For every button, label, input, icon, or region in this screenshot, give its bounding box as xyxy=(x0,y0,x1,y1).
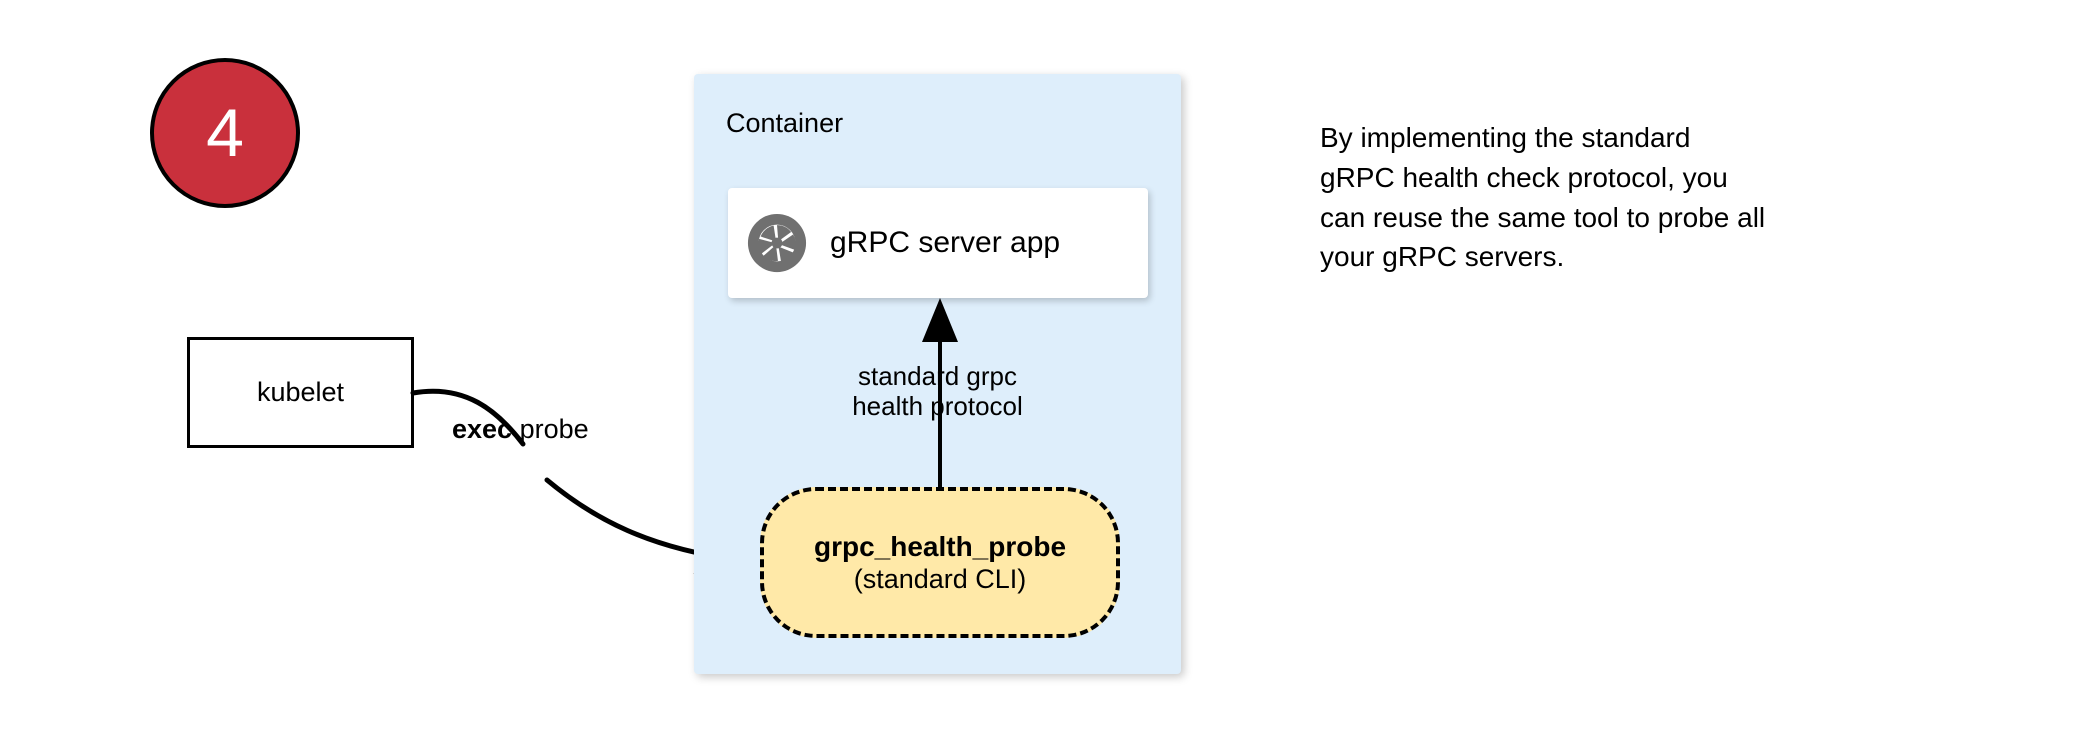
kubelet-label: kubelet xyxy=(256,377,345,407)
caption-line-3: can reuse the same tool to probe all xyxy=(1320,201,1766,233)
container-panel: Container gRPC server app stand xyxy=(694,74,1181,674)
grpc-health-probe-node: grpc_health_probe (standard CLI) xyxy=(760,487,1120,638)
step-number-badge: 4 xyxy=(150,58,300,208)
exec-probe-label: exec probe xyxy=(452,414,589,445)
kubelet-node: kubelet xyxy=(187,337,414,448)
caption-line-4: your gRPC servers. xyxy=(1320,241,1565,273)
step-number-label: 4 xyxy=(206,95,244,171)
grpc-health-probe-subtitle: (standard CLI) xyxy=(853,564,1027,595)
caption-text: By implementing the standard gRPC health… xyxy=(1320,118,1880,277)
caption-line-2: gRPC health check protocol, you xyxy=(1320,161,1728,193)
caption-line-1: By implementing the standard xyxy=(1320,122,1691,153)
shutter-icon xyxy=(747,213,807,273)
grpc-server-app-card: gRPC server app xyxy=(728,188,1148,298)
container-title: Container xyxy=(726,108,844,138)
probe-word: probe xyxy=(512,414,589,444)
grpc-health-probe-title: grpc_health_probe xyxy=(813,530,1067,562)
exec-keyword: exec xyxy=(452,414,513,444)
grpc-server-app-label: gRPC server app xyxy=(830,226,1061,259)
